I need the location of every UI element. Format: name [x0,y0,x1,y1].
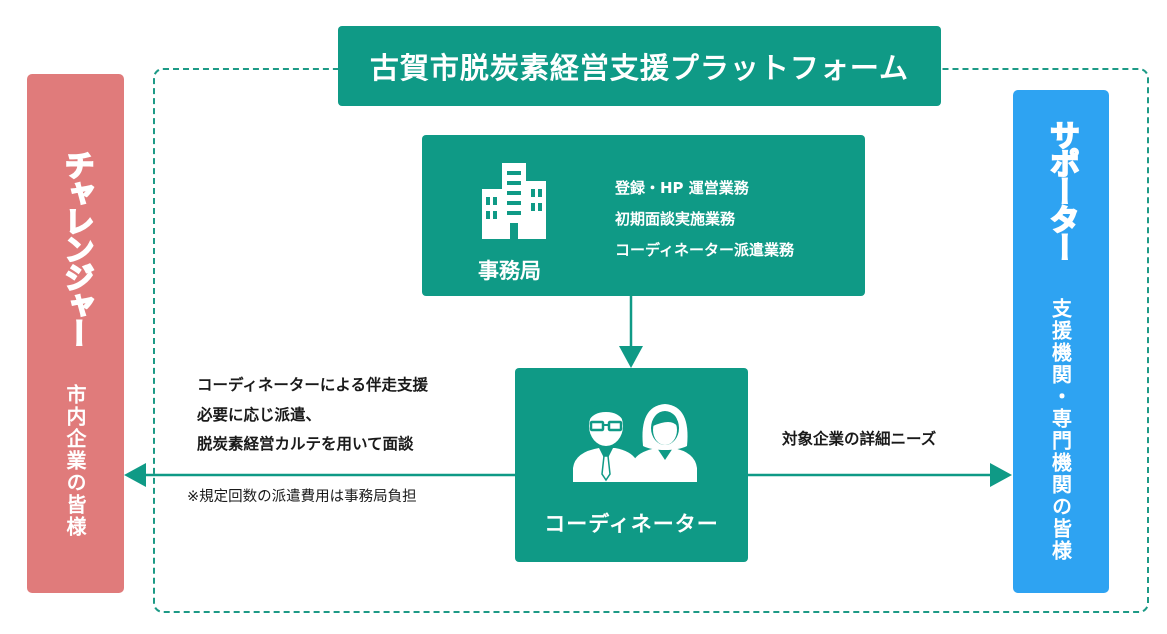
supporter-subtitle: 支援機関・専門機関の皆様 [1048,298,1073,562]
supporter-panel: サポーター 支援機関・専門機関の皆様 [1013,90,1109,593]
left-arrow-head [124,463,146,487]
right-annotation: 対象企業の詳細ニーズ [782,430,937,448]
left-annotation-line: コーディネーターによる伴走支援 [197,376,428,394]
coordinator-box: コーディネーター [515,368,748,562]
office-task: 初期面談実施業務 [615,210,736,228]
challenger-heading: チャレンジャー [58,149,95,347]
right-arrow-head [990,463,1012,487]
left-annotation-line: 必要に応じ派遣、 [197,406,322,424]
office-box: 事務局 登録・HP 運営業務 初期面談実施業務 コーディネーター派遣業務 [422,135,865,296]
challenger-panel: チャレンジャー 市内企業の皆様 [27,74,124,593]
building-icon [482,163,546,239]
down-arrow-head [619,346,643,368]
dispatch-cost-note: ※規定回数の派遣費用は事務局負担 [187,489,417,505]
people-icon [573,404,697,482]
office-label: 事務局 [478,259,541,283]
platform-title-bar: 古賀市脱炭素経営支援プラットフォーム [338,26,941,106]
left-annotation-line: 脱炭素経営カルテを用いて面談 [197,435,414,453]
coordinator-label: コーディネーター [544,512,719,536]
platform-title: 古賀市脱炭素経営支援プラットフォーム [369,51,910,85]
office-task: コーディネーター派遣業務 [615,241,794,259]
supporter-heading: サポーター [1043,119,1080,261]
office-task: 登録・HP 運営業務 [615,179,749,197]
challenger-subtitle: 市内企業の皆様 [63,384,87,538]
